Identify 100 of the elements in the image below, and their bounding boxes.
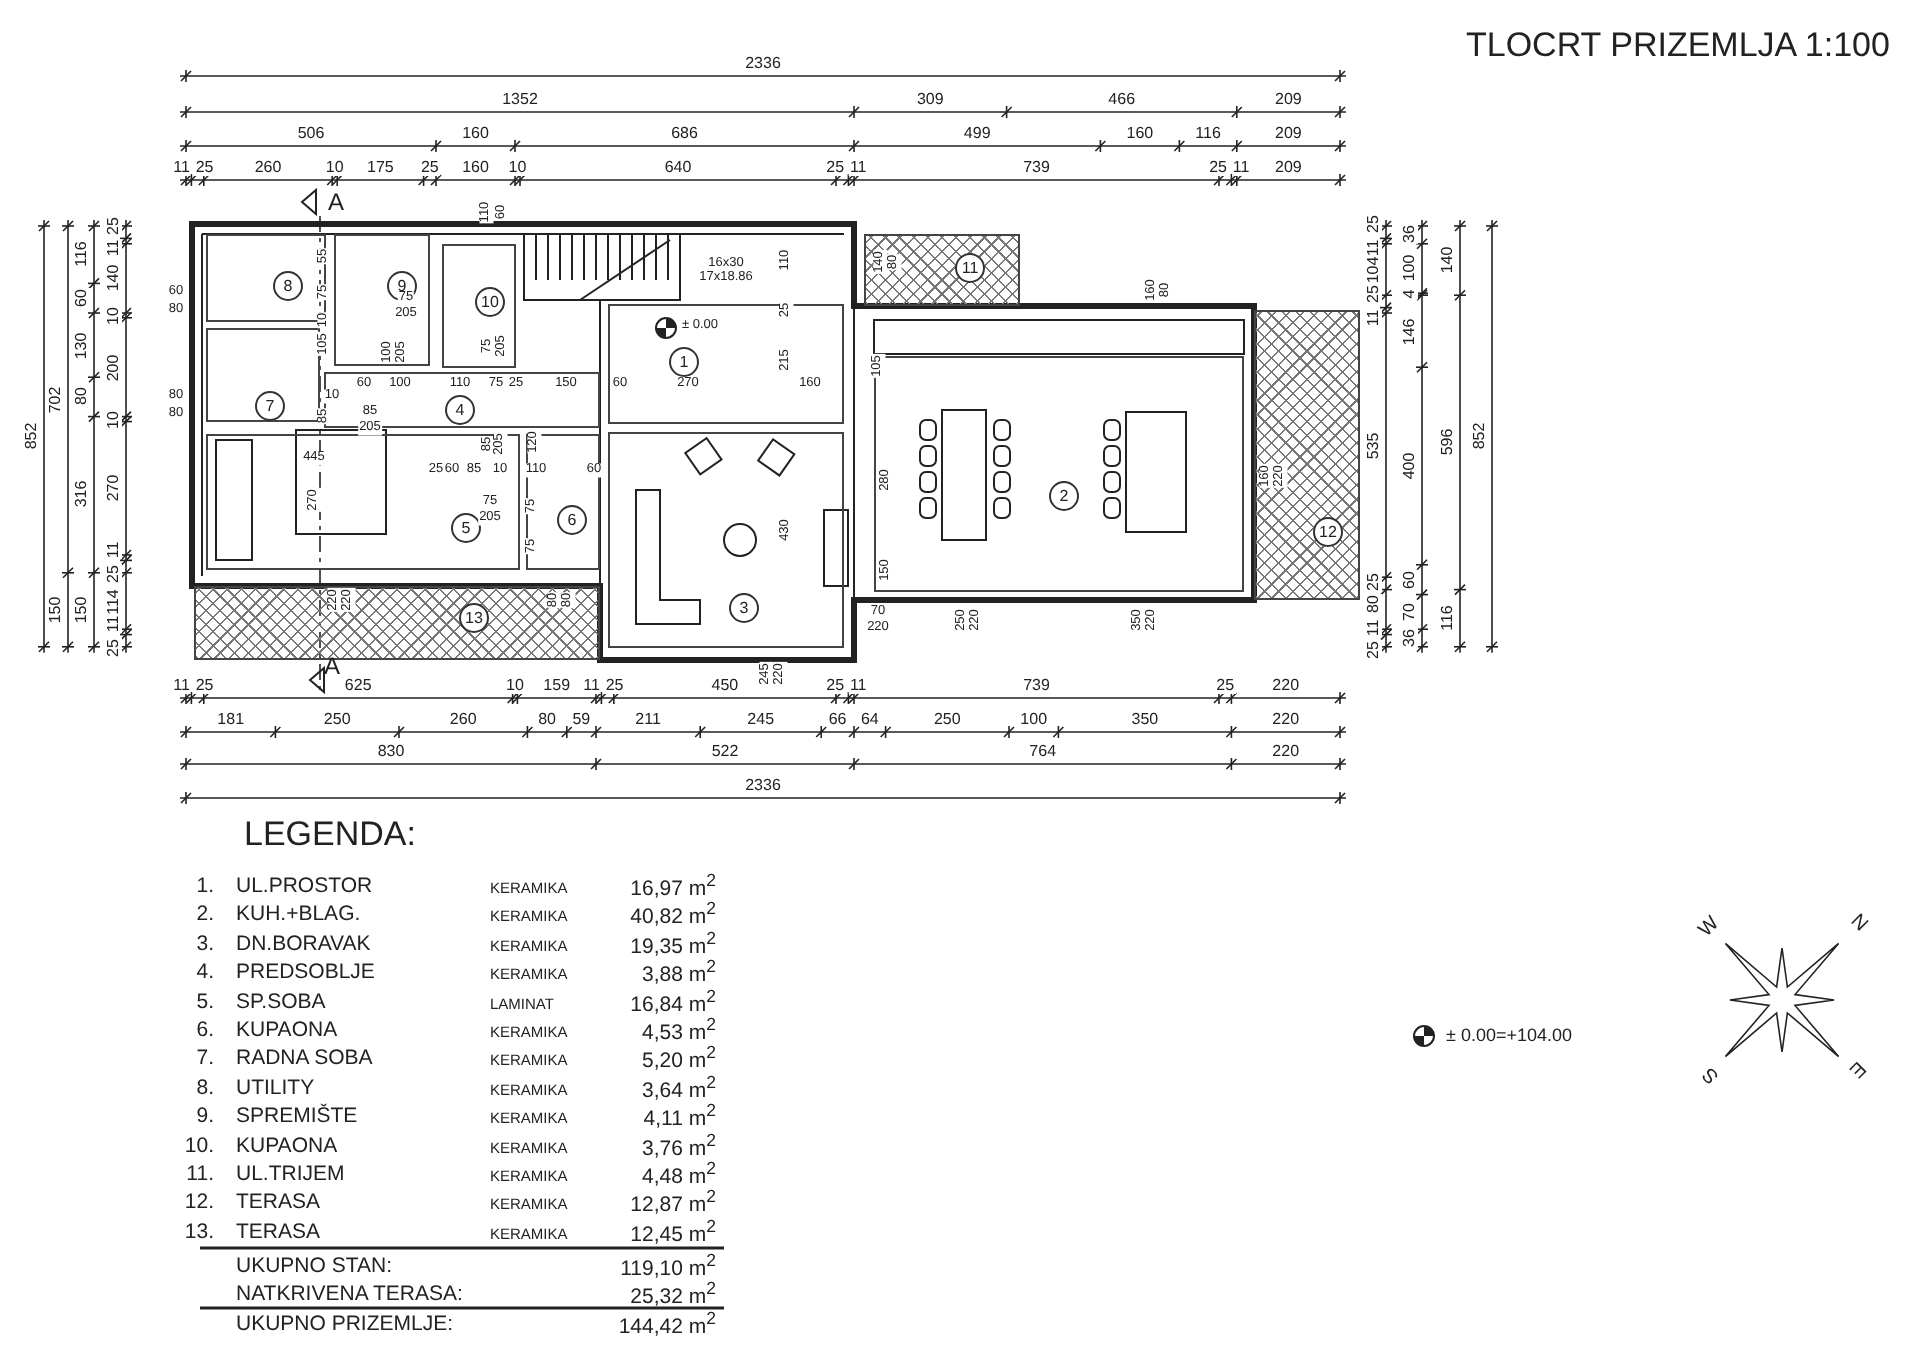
dimension-value: 11: [1231, 160, 1251, 176]
dimension-value: 100: [1019, 712, 1049, 728]
compass-letter: E: [1844, 1056, 1868, 1080]
dimension-value: 270: [106, 473, 122, 503]
drawing-title: TLOCRT PRIZEMLJA 1:100: [1466, 28, 1890, 62]
section-letter: A: [328, 190, 344, 214]
dimension-value: 250: [322, 712, 352, 728]
dimension-value: 11: [1366, 238, 1382, 257]
room-number: 2: [1049, 481, 1079, 511]
dimension-value: 2336: [744, 56, 782, 72]
table-number: 4.: [196, 961, 214, 983]
dimension-value: 852: [24, 422, 40, 451]
elevation-note: ± 0.00=+104.00: [1446, 1027, 1572, 1045]
room-number: 10: [475, 287, 505, 317]
dimension-value: 499: [962, 126, 992, 142]
dimension-value: 466: [1107, 92, 1137, 108]
dimension-value: 25: [1366, 640, 1382, 661]
dimension-value: 209: [1274, 160, 1303, 176]
dimension-value: 350: [1130, 712, 1160, 728]
compass-letter: N: [1845, 911, 1871, 937]
dimension-value: 140: [1440, 246, 1456, 275]
dimension-value: 250: [932, 712, 962, 728]
room-name: UKUPNO STAN:: [236, 1255, 392, 1277]
dimension-value: 25: [106, 215, 122, 236]
room-area-value: 19,35 m$^{2}$: [630, 929, 716, 958]
dimension-value: 245: [746, 712, 776, 728]
dimension-value: 400: [1402, 451, 1418, 481]
room-name: NATKRIVENA TERASA:: [236, 1283, 463, 1305]
dimension-value: 209: [1274, 92, 1303, 108]
dimension-value: 764: [1028, 744, 1058, 760]
room-number: 4: [445, 395, 475, 425]
dimension-value: 175: [366, 160, 395, 176]
room-number: 12: [1313, 517, 1343, 547]
dimension-value: 80: [537, 712, 557, 728]
table-number: 9.: [196, 1105, 214, 1127]
dimension-value: 11: [106, 238, 122, 258]
dimension-value: 640: [663, 160, 693, 176]
dimension-value: 209: [1274, 126, 1303, 142]
room-name: TERASA: [236, 1221, 321, 1243]
dimension-value: 59: [571, 712, 592, 728]
room-name: DN.BORAVAK: [236, 933, 371, 955]
dimension-value: 450: [710, 678, 740, 694]
room-area-value: 3,88 m$^{2}$: [642, 958, 716, 987]
dimension-value: 100: [1402, 254, 1418, 283]
room-area-value: 5,20 m$^{2}$: [642, 1044, 716, 1073]
dimension-value: 506: [296, 126, 326, 142]
dimension-value: 36: [1402, 224, 1418, 245]
dimension-value: 739: [1022, 160, 1051, 176]
table-number: 6.: [196, 1019, 214, 1041]
dimension-value: 70: [1402, 601, 1418, 622]
table-number: 2.: [196, 904, 214, 926]
dimension-value: 159: [542, 678, 572, 694]
legend-heading: LEGENDA:: [244, 817, 416, 851]
dimension-value: 25: [604, 678, 625, 694]
dimension-value: 160: [461, 160, 490, 176]
dimension-value: 116: [74, 240, 90, 269]
room-number: 7: [255, 391, 285, 421]
room-area-value: 40,82 m$^{2}$: [630, 900, 716, 929]
dimension-value: 260: [448, 712, 478, 728]
room-area-value: 4,48 m$^{2}$: [642, 1160, 716, 1188]
dimension-value: 80: [74, 386, 90, 407]
room-number: 3: [729, 593, 759, 623]
room-name: KUPAONA: [236, 1019, 338, 1041]
section-letter: A: [324, 654, 340, 678]
dimension-value: 11: [582, 678, 601, 694]
compass-letter: S: [1700, 1062, 1724, 1086]
room-name: SPREMIŠTE: [236, 1105, 358, 1127]
dimension-value: 25: [106, 637, 122, 658]
dimension-value: 181: [216, 712, 246, 728]
dimension-value: 66: [827, 712, 848, 728]
dimension-value: 140: [106, 264, 122, 293]
dimension-value: 25: [1366, 571, 1382, 592]
terrace-area: [194, 586, 600, 660]
room-number: 13: [459, 603, 489, 633]
room-area-value: 4,53 m$^{2}$: [642, 1016, 716, 1044]
dimension-value: 150: [48, 595, 64, 625]
dimension-value: 10: [507, 160, 528, 176]
dimension-value: 11: [1366, 618, 1382, 638]
dimension-value: 160: [461, 126, 490, 142]
room-name: UKUPNO PRIZEMLJE:: [236, 1313, 454, 1335]
room-name: UTILITY: [236, 1077, 315, 1099]
room-name: UL.TRIJEM: [236, 1163, 345, 1185]
room-area-value: 25,32 m$^{2}$: [630, 1280, 716, 1308]
dimension-value: 220: [1271, 678, 1301, 694]
room-area-value: 16,97 m$^{2}$: [630, 872, 716, 900]
dimension-value: 116: [1194, 126, 1222, 142]
dimension-value: 150: [74, 595, 90, 625]
table-number: 7.: [196, 1048, 214, 1070]
room-area-value: 4,11 m$^{2}$: [643, 1102, 716, 1131]
room-area-value: 119,10 m$^{2}$: [620, 1252, 716, 1280]
room-number: 5: [451, 513, 481, 543]
dimension-value: 64: [859, 712, 880, 728]
dimension-value: 104: [1366, 256, 1382, 285]
dimension-value: 596: [1440, 428, 1456, 457]
dimension-value: 114: [106, 587, 122, 615]
compass-letter: W: [1696, 914, 1724, 942]
room-outline: [608, 432, 844, 648]
dimension-value: 739: [1022, 678, 1051, 694]
room-name: UL.PROSTOR: [236, 875, 373, 897]
room-name: TERASA: [236, 1192, 321, 1214]
